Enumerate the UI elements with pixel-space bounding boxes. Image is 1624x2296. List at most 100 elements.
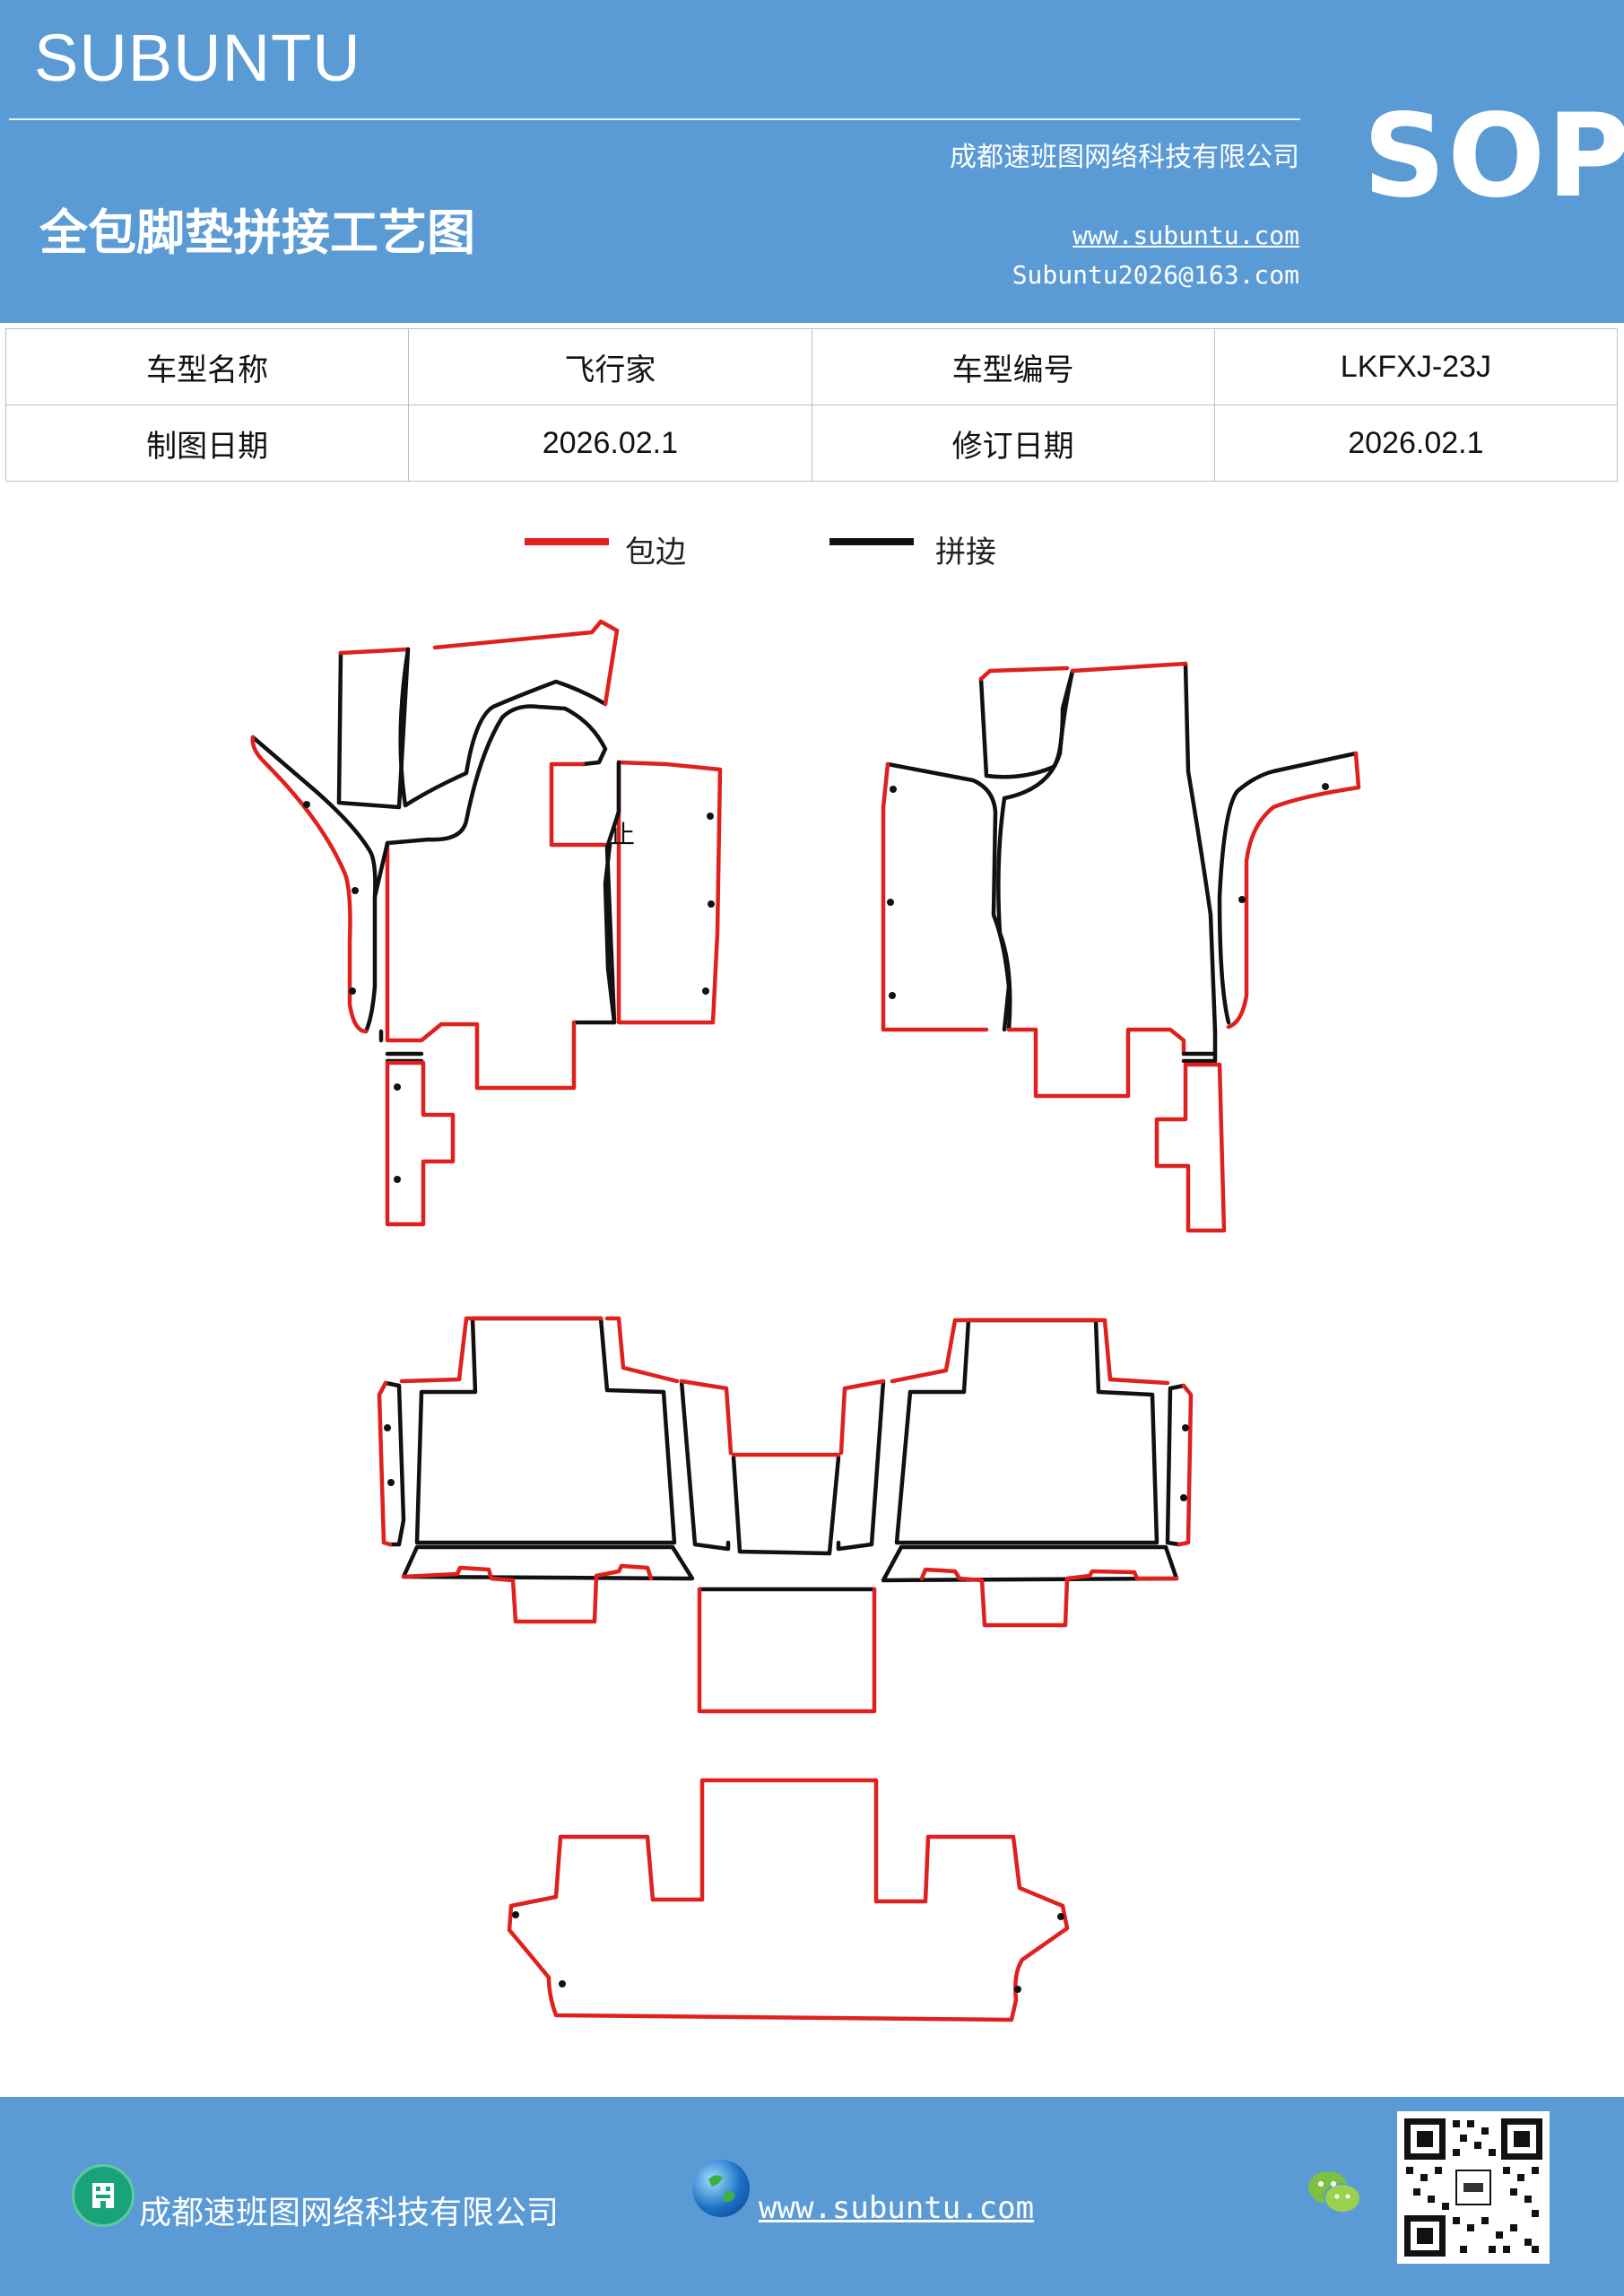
rivet-dot (1057, 1913, 1064, 1920)
piece-fl-side (250, 735, 378, 1034)
piece-fl-door-seam (604, 760, 621, 1025)
rivet-dot (1182, 1424, 1189, 1431)
piece-r2c-rightwing (836, 1378, 886, 1552)
piece-fr-tall-edge (978, 665, 1070, 682)
rivet-dot (384, 1424, 391, 1431)
rivet-dot (890, 786, 897, 793)
table-cell: 车型编号 (811, 328, 1215, 405)
piece-r2r-outer (1165, 1383, 1186, 1547)
wechat-icon[interactable] (1305, 2166, 1364, 2220)
piece-fl-door (616, 760, 723, 1025)
front-right-mat-group (881, 661, 1361, 1233)
piece-fl-lower (385, 1060, 456, 1227)
brand-name: SUBUNTU (34, 21, 361, 95)
piece-r2r-outer-edge (1177, 1383, 1194, 1547)
table-cell: LKFXJ-23J (1213, 328, 1619, 405)
rivet-dot (349, 987, 356, 995)
table-cell: 飞行家 (408, 328, 812, 405)
rivet-dot (887, 899, 894, 906)
rivet-dot (889, 992, 896, 999)
legend: 包边 拼接 (0, 527, 1624, 572)
rivet-dot (1322, 783, 1329, 790)
rivet-dot (1180, 1494, 1187, 1501)
piece-r3 (507, 1778, 1070, 2022)
table-cell: 制图日期 (4, 404, 410, 482)
piece-fr-main (996, 661, 1218, 1034)
company-name: 成都速班图网络科技有限公司 (950, 142, 1299, 173)
globe-icon (692, 2160, 750, 2217)
piece-r2l-frontbar-edge (401, 1563, 654, 1624)
piece-r2c-leftwing-edge (679, 1378, 734, 1456)
piece-r2c-leftwing (679, 1378, 731, 1552)
legend-label-seam: 拼接 (935, 535, 996, 570)
piece-fl-side-edge (250, 735, 369, 1034)
footer-website-link[interactable]: www.subuntu.com (759, 2190, 1035, 2226)
piece-r2l-seat (414, 1316, 677, 1545)
piece-r2l-seat-edge (399, 1316, 680, 1384)
vehicle-info-table: 车型名称 飞行家 车型编号 LKFXJ-23J 制图日期 2026.02.1 修… (4, 328, 1619, 482)
rivet-dot (387, 1479, 395, 1486)
rivet-dot (303, 801, 310, 808)
legend-swatch-seam (829, 538, 914, 545)
stop-marker: 止 (610, 820, 635, 849)
table-row: 制图日期 2026.02.1 修订日期 2026.02.1 (4, 404, 1619, 482)
building-icon (72, 2164, 135, 2227)
second-row-mat-group (377, 1316, 1194, 1714)
piece-fr-side-edge (1226, 751, 1361, 1030)
piece-r2l-outer-edge (377, 1380, 393, 1547)
rivet-dot (512, 1911, 519, 1918)
piece-fl-main-edge (549, 761, 612, 848)
rivet-dot (394, 1083, 401, 1091)
piece-fl-main-seam (385, 704, 608, 846)
qr-code[interactable] (1397, 2111, 1550, 2264)
table-cell: 车型名称 (4, 328, 410, 405)
piece-fr-joint (1181, 1029, 1218, 1064)
piece-r2c-tray-edge (697, 1587, 877, 1714)
header-divider (9, 118, 1300, 120)
piece-r2r-seat-edge (890, 1318, 1170, 1386)
piece-r2l-outer (383, 1380, 406, 1547)
table-cell: 2026.02.1 (408, 404, 812, 482)
website-link[interactable]: www.subuntu.com (1073, 221, 1299, 250)
front-left-mat-group: 止 (250, 619, 723, 1227)
rivet-dot (1238, 896, 1246, 903)
table-row: 车型名称 飞行家 车型编号 LKFXJ-23J (4, 328, 1619, 405)
piece-fl-tall (336, 647, 411, 810)
piece-fr-main-edge (1006, 661, 1188, 1099)
piece-fr-lower (1154, 1062, 1227, 1233)
piece-fr-side (1217, 751, 1359, 1025)
piece-fr-left (885, 761, 1012, 1032)
piece-r2l-frontbar (401, 1544, 695, 1581)
piece-fl-bottom-edge (385, 840, 577, 1091)
floor-mat-diagram: 止 (250, 619, 1361, 2022)
table-cell: 2026.02.1 (1213, 404, 1619, 482)
piece-fl-arm-edge (432, 619, 620, 707)
piece-r2c-rightwing-edge (838, 1378, 886, 1456)
legend-swatch-edge (525, 538, 609, 545)
rivet-dot (708, 900, 715, 908)
piece-r2c-center (731, 1455, 841, 1556)
piece-r2r-frontbar-edge (919, 1567, 1179, 1628)
piece-fl-tall-edge (338, 647, 411, 656)
rivet-dot (394, 1176, 401, 1183)
rivet-dot (707, 813, 714, 820)
footer-company-name: 成都速班图网络科技有限公司 (139, 2195, 560, 2231)
table-cell: 修订日期 (811, 404, 1215, 482)
rivet-dot (1014, 1986, 1021, 1993)
sop-badge: SOP (1363, 90, 1624, 223)
rivet-dot (559, 1980, 566, 1987)
rivet-dot (702, 987, 709, 995)
document-title: 全包脚垫拼接工艺图 (39, 204, 475, 261)
third-row-mat-group (507, 1778, 1070, 2022)
piece-r2r-frontbar (881, 1544, 1179, 1583)
rivet-dot (352, 887, 359, 894)
header-banner: SUBUNTU 成都速班图网络科技有限公司 全包脚垫拼接工艺图 www.subu… (0, 0, 1624, 323)
legend-label-edge: 包边 (625, 535, 686, 570)
piece-r2r-seat (894, 1318, 1159, 1545)
piece-fl-pillar (372, 840, 390, 1043)
footer-banner: 成都速班图网络科技有限公司 www.subuntu.com (0, 2097, 1624, 2296)
piece-fl-lower-seam (385, 1051, 424, 1064)
email-address: Subuntu2026@163.com (1012, 260, 1299, 290)
piece-fl-arm (398, 647, 608, 808)
piece-fr-left-edge (881, 761, 989, 1032)
